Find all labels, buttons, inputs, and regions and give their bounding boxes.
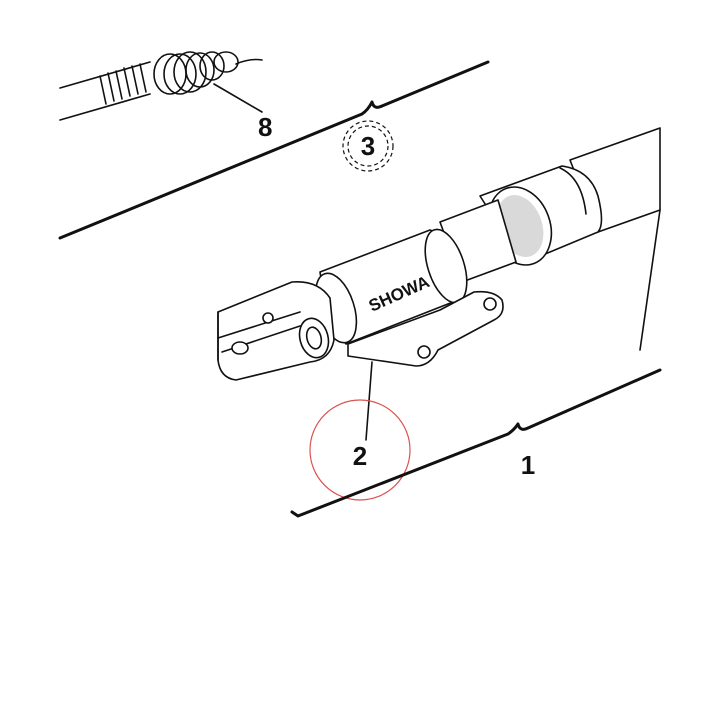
clevis-eye-bore (305, 326, 323, 350)
callout-2: 2 (353, 441, 367, 471)
rod-top-edge (59, 61, 151, 89)
leader-8 (213, 83, 263, 113)
clevis-slot (217, 311, 301, 339)
callout-3: 3 (361, 131, 375, 161)
clevis-end (217, 281, 335, 381)
callout-2-highlight-circle (309, 399, 411, 501)
callout-1: 1 (521, 450, 535, 480)
bracket-line-top (58, 60, 490, 240)
callout-3-dashed-ring-inner (347, 125, 389, 167)
mounting-bracket (347, 290, 504, 367)
clevis-bolt (262, 312, 274, 324)
spring-coils (153, 51, 263, 95)
callout-3-dashed-ring (342, 120, 394, 172)
rod-threads (99, 63, 147, 105)
callout-3-group: 3 (342, 120, 394, 172)
sleeve-edge (559, 167, 587, 215)
shock-absorber: SHOWA (217, 127, 661, 381)
spring-detail: 8 (59, 51, 272, 142)
bracket-line-bottom (290, 368, 662, 518)
tube-drop-line (639, 209, 661, 351)
rod-bottom-edge (59, 93, 151, 121)
clevis-notch (231, 341, 249, 355)
clevis-eye (298, 317, 330, 359)
bracket-hole-lower (417, 345, 431, 359)
callout-8: 8 (258, 112, 272, 142)
bracket-hole-upper (483, 297, 497, 311)
